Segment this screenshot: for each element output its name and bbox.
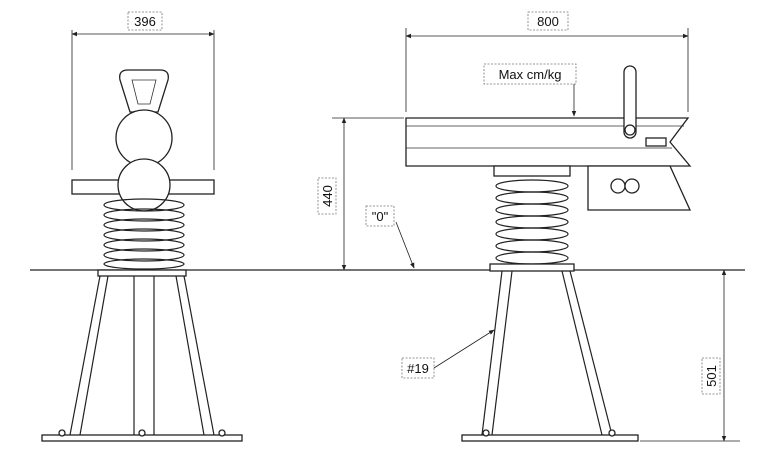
callout-ground-level: "0": [365, 205, 415, 269]
side-foundation-legs: [481, 270, 613, 436]
callout-max-load: Max cm/kg: [483, 63, 577, 117]
front-top-plate: [97, 269, 187, 277]
front-spring: [103, 198, 185, 270]
dimension-seat-height: 440: [317, 117, 404, 271]
side-view: [405, 65, 692, 442]
dimension-front-width: 396: [71, 11, 215, 170]
dimension-side-length: 800: [405, 11, 689, 112]
front-handle: [119, 69, 169, 113]
dimension-front-width-label: 396: [134, 14, 156, 29]
front-body-lower: [117, 158, 171, 212]
dimension-seat-height-label: 440: [320, 185, 335, 207]
side-spring: [495, 179, 569, 265]
side-seat-beam: [405, 117, 692, 167]
callout-ground-level-label: "0": [372, 209, 389, 224]
front-body-upper: [115, 109, 173, 167]
callout-item-number: #19: [401, 329, 495, 379]
front-view: [41, 69, 243, 442]
front-foundation-legs: [69, 275, 215, 436]
callout-item-number-label: #19: [407, 361, 429, 376]
dimension-foundation-depth: 501: [640, 269, 740, 442]
dimension-side-length-label: 800: [537, 14, 559, 29]
side-handle: [623, 65, 637, 139]
side-top-plate: [489, 263, 575, 272]
callout-max-load-label: Max cm/kg: [499, 67, 562, 82]
dimension-foundation-depth-label: 501: [704, 365, 719, 387]
side-foot-plate: [461, 434, 639, 442]
